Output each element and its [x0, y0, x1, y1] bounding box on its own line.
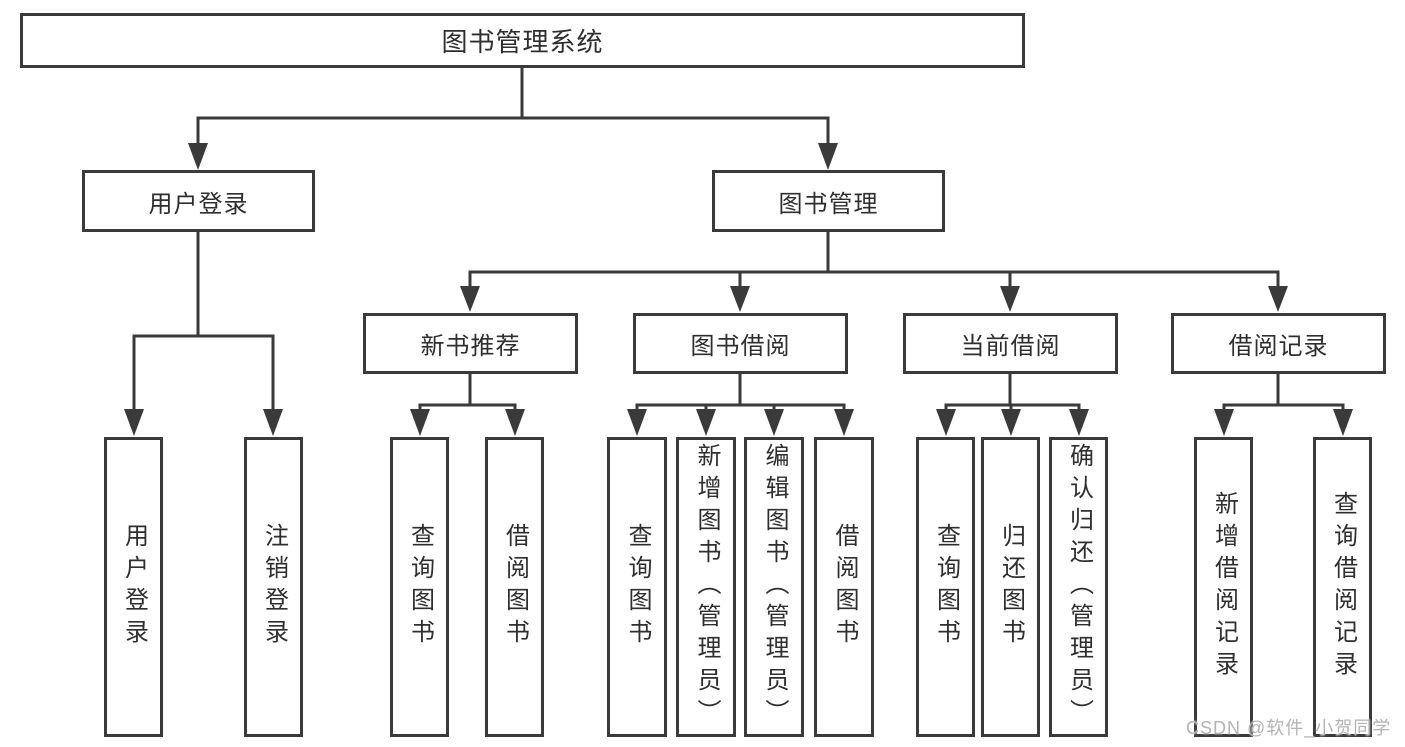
node-leaf-borrow-add-books-admin: 新增图书（管理员）	[676, 437, 736, 737]
node-leaf-current-return-books: 归还图书	[981, 437, 1040, 737]
node-leaf-borrow-edit-books-admin-label: 编辑图书（管理员）	[761, 443, 788, 731]
node-leaf-records-add-record-label: 新增借阅记录	[1210, 491, 1238, 683]
node-borrow-records-label: 借阅记录	[1228, 333, 1329, 360]
node-leaf-current-confirm-return-admin-label: 确认归还（管理员）	[1065, 443, 1093, 731]
node-new-book-recommend: 新书推荐	[363, 313, 578, 374]
node-leaf-borrow-edit-books-admin: 编辑图书（管理员）	[744, 437, 804, 737]
node-leaf-newbook-query-books-label: 查询图书	[406, 523, 434, 651]
node-book-management-label: 图书管理	[778, 190, 879, 218]
node-root-system: 图书管理系统	[20, 13, 1025, 68]
node-leaf-current-confirm-return-admin: 确认归还（管理员）	[1049, 437, 1108, 737]
node-current-borrow: 当前借阅	[903, 313, 1118, 374]
csdn-watermark: CSDN @软件_小贺同学	[1186, 718, 1392, 738]
node-book-borrow-label: 图书借阅	[690, 333, 791, 360]
node-user-login-label: 用户登录	[148, 190, 249, 218]
node-leaf-logout: 注销登录	[244, 437, 303, 737]
node-leaf-borrow-borrow-books: 借阅图书	[814, 437, 874, 737]
node-borrow-records: 借阅记录	[1171, 313, 1386, 374]
node-new-book-recommend-label: 新书推荐	[420, 333, 521, 360]
node-current-borrow-label: 当前借阅	[960, 333, 1061, 360]
node-leaf-current-return-books-label: 归还图书	[997, 523, 1025, 651]
node-leaf-logout-label: 注销登录	[260, 523, 288, 651]
node-leaf-borrow-borrow-books-label: 借阅图书	[831, 523, 858, 651]
node-book-management: 图书管理	[712, 170, 945, 232]
arrowheads	[124, 143, 1353, 436]
node-user-login: 用户登录	[82, 170, 315, 232]
node-book-borrow: 图书借阅	[633, 313, 848, 374]
node-leaf-current-query-books: 查询图书	[916, 437, 975, 737]
node-root-system-label: 图书管理系统	[441, 27, 604, 57]
node-leaf-user-login: 用户登录	[104, 437, 163, 737]
node-leaf-records-query-record: 查询借阅记录	[1313, 437, 1372, 737]
node-leaf-user-login-label: 用户登录	[120, 523, 148, 651]
node-leaf-records-add-record: 新增借阅记录	[1194, 437, 1253, 737]
node-leaf-newbook-query-books: 查询图书	[390, 437, 449, 737]
node-leaf-newbook-borrow-books-label: 借阅图书	[501, 523, 529, 651]
node-leaf-records-query-record-label: 查询借阅记录	[1329, 491, 1357, 683]
node-leaf-current-query-books-label: 查询图书	[932, 523, 960, 651]
node-leaf-newbook-borrow-books: 借阅图书	[485, 437, 544, 737]
node-leaf-borrow-query-books-label: 查询图书	[624, 523, 651, 651]
node-leaf-borrow-add-books-admin-label: 新增图书（管理员）	[693, 443, 720, 731]
tree-connector-lines	[132, 68, 1345, 412]
node-leaf-borrow-query-books: 查询图书	[607, 437, 667, 737]
